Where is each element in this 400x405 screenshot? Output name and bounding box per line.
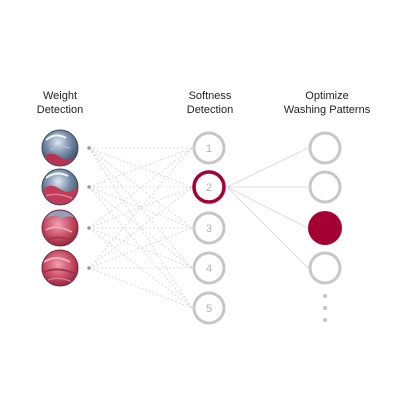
title-line: Detection <box>186 104 234 116</box>
title-line: Weight <box>42 90 78 102</box>
title-line: Detection <box>36 104 84 116</box>
softness-node-label: 2 <box>206 182 212 194</box>
softness-detection-title: Softness Detection <box>145 89 275 117</box>
pattern-node-2 <box>308 170 342 204</box>
pattern-nodes <box>308 131 342 285</box>
connectors-left <box>88 147 193 309</box>
fabric-red-cloth-icon <box>41 249 79 287</box>
title-line: Softness <box>188 90 232 102</box>
connectors-right <box>226 147 309 269</box>
pattern-node-4 <box>308 251 342 285</box>
softness-node-5: 5 <box>192 291 226 325</box>
softness-node-label: 3 <box>206 223 212 235</box>
softness-node-1: 1 <box>192 131 226 165</box>
softness-node-2: 2 <box>192 170 226 204</box>
title-line: Washing Patterns <box>283 104 371 116</box>
fabric-drum-light-icon <box>41 129 79 167</box>
softness-node-label: 4 <box>206 263 212 275</box>
fabric-drum-medium-icon <box>41 168 79 206</box>
softness-node-4: 4 <box>192 251 226 285</box>
weight-nodes <box>41 129 79 287</box>
softness-node-label: 1 <box>206 143 212 155</box>
fabric-drum-heavy-icon <box>41 209 79 247</box>
pattern-node-3-selected <box>308 211 342 245</box>
softness-node-label: 5 <box>206 303 212 315</box>
optimize-washing-patterns-title: Optimize Washing Patterns <box>262 89 392 117</box>
pattern-node-1 <box>308 131 342 165</box>
vertical-ellipsis-icon <box>323 294 327 322</box>
title-line: Optimize <box>305 90 349 102</box>
weight-output-dots <box>87 146 91 270</box>
weight-detection-title: Weight Detection <box>0 89 125 117</box>
softness-node-3: 3 <box>192 211 226 245</box>
softness-nodes: 1 2 3 4 5 <box>192 131 226 325</box>
